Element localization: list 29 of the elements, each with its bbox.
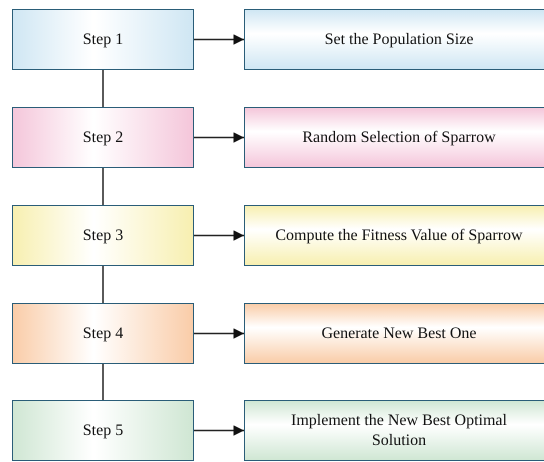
- connector-line: [102, 364, 104, 400]
- step-description: Random Selection of Sparrow: [301, 128, 497, 148]
- step-label: Step 5: [82, 420, 124, 440]
- step-box: [12, 400, 194, 461]
- arrow: [194, 425, 244, 436]
- step-label: Step 2: [82, 128, 124, 148]
- step-label: Step 4: [82, 324, 124, 344]
- process-box: [244, 107, 544, 168]
- step-label: Step 1: [82, 30, 124, 50]
- arrow: [194, 328, 244, 339]
- process-box: [244, 303, 544, 364]
- process-box: [244, 205, 544, 266]
- step-description: Implement the New Best Optimal Solution: [290, 410, 508, 450]
- step-description: Set the Population Size: [324, 30, 474, 50]
- step-description: Compute the Fitness Value of Sparrow: [274, 226, 524, 246]
- step-box: [12, 303, 194, 364]
- arrow: [194, 34, 244, 45]
- process-box: [244, 400, 544, 461]
- process-box: [244, 9, 544, 70]
- step-box: [12, 9, 194, 70]
- step-box: [12, 107, 194, 168]
- step-description: Generate New Best One: [320, 324, 478, 344]
- arrow: [194, 132, 244, 143]
- arrow: [194, 230, 244, 241]
- connector-line: [102, 168, 104, 205]
- step-box: [12, 205, 194, 266]
- step-label: Step 3: [82, 226, 124, 246]
- connector-line: [102, 266, 104, 303]
- connector-line: [102, 70, 104, 107]
